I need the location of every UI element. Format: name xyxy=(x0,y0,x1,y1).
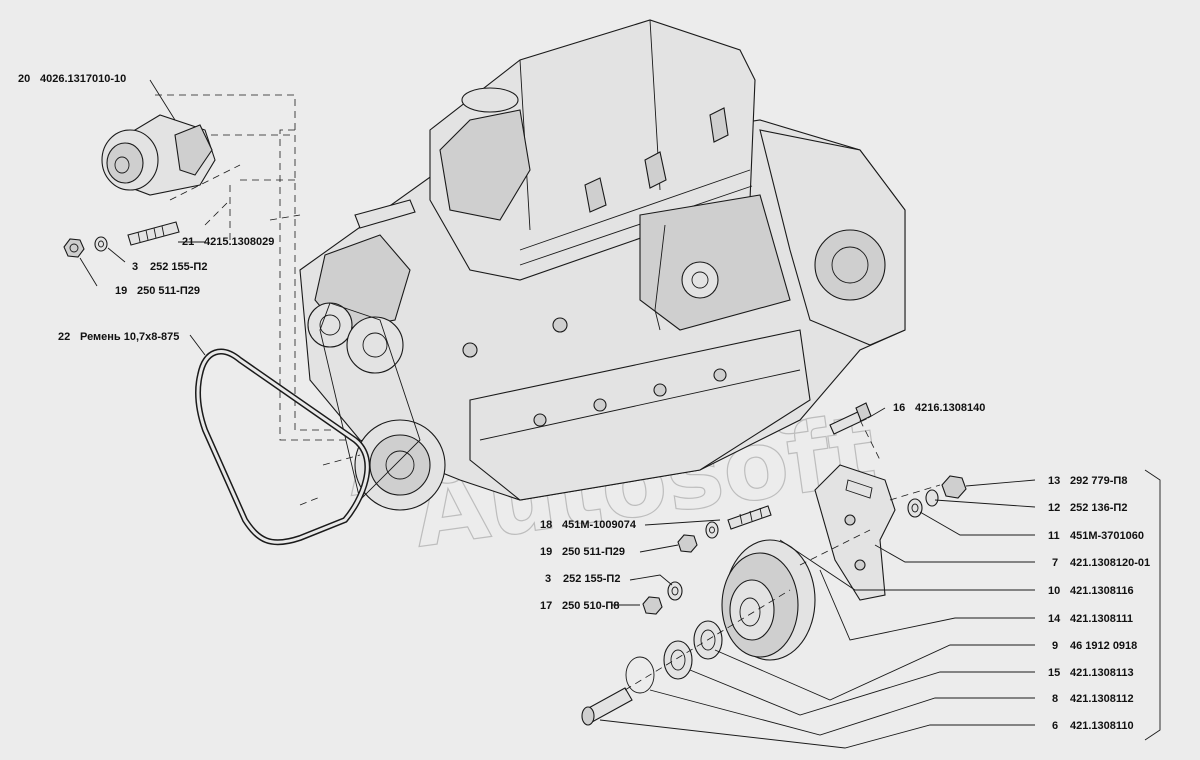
callout-22-code: Ремень 10,7х8-875 xyxy=(80,331,179,343)
axle-6 xyxy=(581,687,633,726)
callout-21-code: 4215.1308029 xyxy=(204,236,274,248)
callout-3-num: 3 xyxy=(132,261,138,273)
snap-ring-8 xyxy=(625,656,655,694)
callout-14-code: 421.1308111 xyxy=(1070,613,1133,625)
callout-9-num: 9 xyxy=(1052,640,1058,652)
callout-10-num: 10 xyxy=(1048,585,1060,597)
callout-17-code: 250 510-П8 xyxy=(562,600,619,612)
callout-19b-code: 250 511-П29 xyxy=(562,546,625,558)
bracket-7 xyxy=(814,464,896,601)
callout-10-code: 421.1308116 xyxy=(1070,585,1134,597)
callout-3b-num: 3 xyxy=(545,573,551,585)
callout-11-num: 11 xyxy=(1048,530,1060,542)
stud-18 xyxy=(727,505,772,530)
callout-12-code: 252 136-П2 xyxy=(1070,502,1127,514)
callout-11-code: 451М-3701060 xyxy=(1070,530,1144,542)
callout-17-num: 17 xyxy=(540,600,552,612)
bearing-9 xyxy=(663,640,693,680)
callout-3-code: 252 155-П2 xyxy=(150,261,207,273)
pulley-10 xyxy=(721,539,816,661)
nut-19-left xyxy=(63,238,85,258)
callout-3b-code: 252 155-П2 xyxy=(563,573,620,585)
nut-19-mid xyxy=(677,534,698,553)
callouts: 20 4026.1317010-10 21 4215.1308029 3 252… xyxy=(18,73,1150,732)
oil-filler-cap xyxy=(461,87,519,113)
callout-16-code: 4216.1308140 xyxy=(915,402,985,414)
nut-13 xyxy=(941,475,967,499)
callout-15-code: 421.1308113 xyxy=(1070,667,1134,679)
callout-9-code: 46 1912 0918 xyxy=(1070,640,1137,652)
callout-13-code: 292 779-П8 xyxy=(1070,475,1127,487)
nut-17 xyxy=(642,596,663,615)
callout-19-code: 250 511-П29 xyxy=(137,285,200,297)
callout-18-num: 18 xyxy=(540,519,552,531)
washer-3-left xyxy=(94,236,108,252)
callout-7-code: 421.1308120-01 xyxy=(1070,557,1150,569)
callout-15-num: 15 xyxy=(1048,667,1060,679)
callout-6-code: 421.1308110 xyxy=(1070,720,1134,732)
callout-6-num: 6 xyxy=(1052,720,1058,732)
callout-22-num: 22 xyxy=(58,331,70,343)
water-pump xyxy=(101,114,216,196)
washer-12 xyxy=(925,489,939,507)
stud-21 xyxy=(127,221,180,246)
callout-7-num: 7 xyxy=(1052,557,1058,569)
callout-20-code: 4026.1317010-10 xyxy=(40,73,126,85)
oil-filler-housing xyxy=(439,109,531,221)
callout-21-num: 21 xyxy=(182,236,194,248)
callout-19b-num: 19 xyxy=(540,546,552,558)
washer-3-mid xyxy=(667,581,683,601)
washer-11 xyxy=(907,498,923,518)
engine-assembly xyxy=(299,19,906,511)
callout-8-num: 8 xyxy=(1052,693,1058,705)
callout-18-code: 451М-1009074 xyxy=(562,519,637,531)
callout-14-num: 14 xyxy=(1048,613,1061,625)
callout-12-num: 12 xyxy=(1048,502,1060,514)
callout-20-num: 20 xyxy=(18,73,30,85)
thermostat-flange xyxy=(681,261,719,299)
belt-22 xyxy=(194,348,371,546)
callout-16-num: 16 xyxy=(893,402,905,414)
callout-19-num: 19 xyxy=(115,285,127,297)
callout-13-num: 13 xyxy=(1048,475,1060,487)
washer-mid xyxy=(705,521,719,539)
callout-8-code: 421.1308112 xyxy=(1070,693,1134,705)
